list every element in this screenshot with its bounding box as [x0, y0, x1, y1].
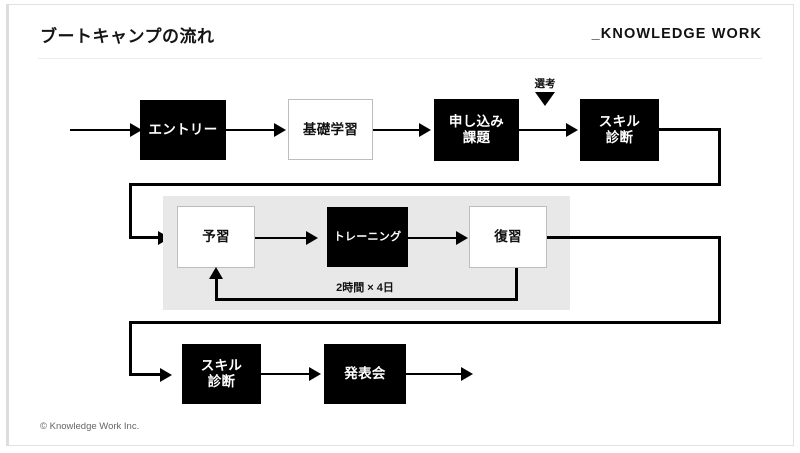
- edge-wrap2-left: [129, 321, 721, 324]
- node-preview[interactable]: 予習: [177, 206, 255, 268]
- edge-review-down: [718, 236, 721, 323]
- node-skill-check-2-label-line1: スキル: [200, 358, 243, 374]
- edge-skillcheck1-down: [718, 128, 721, 185]
- arrowhead-application-to-skillcheck1-icon: [566, 123, 578, 137]
- edge-wrap1-left: [129, 183, 721, 186]
- arrowhead-training-to-review-icon: [456, 231, 468, 245]
- edge-cycle-left: [215, 298, 518, 301]
- edge-entry-to-basics: [226, 129, 276, 131]
- edge-presentation-out: [406, 373, 463, 375]
- node-training[interactable]: トレーニング: [327, 207, 408, 267]
- node-skill-check-2[interactable]: スキル 診断: [182, 344, 261, 404]
- node-entry-label: エントリー: [148, 122, 218, 138]
- page-left-accent-bar: [6, 4, 9, 446]
- edge-label-screening: 選考: [534, 78, 556, 90]
- node-skill-check-1-label: スキル 診断: [599, 114, 640, 146]
- arrowhead-cycle-to-preview-icon: [209, 267, 223, 279]
- edge-label-cycle-duration: 2時間 × 4日: [336, 282, 394, 294]
- edge-basics-to-application: [373, 129, 421, 131]
- node-skill-check-2-label: スキル 診断: [201, 358, 242, 390]
- arrowhead-basics-to-application-icon: [419, 123, 431, 137]
- node-skill-check-1-label-line1: スキル: [598, 114, 641, 130]
- node-preview-label: 予習: [202, 229, 230, 245]
- node-skill-check-1[interactable]: スキル 診断: [580, 99, 659, 161]
- node-skill-check-1-label-line2: 診断: [605, 130, 634, 145]
- header-divider: [38, 58, 762, 59]
- arrowhead-wrap2-to-skillcheck2-icon: [160, 368, 172, 382]
- arrowhead-preview-to-training-icon: [306, 231, 318, 245]
- node-review[interactable]: 復習: [469, 206, 547, 268]
- arrowhead-start-to-entry-icon: [130, 123, 142, 137]
- edge-review-right: [547, 236, 721, 239]
- node-presentation-label: 発表会: [344, 366, 386, 382]
- edge-training-to-review: [408, 237, 458, 239]
- edge-wrap2-down: [129, 321, 132, 375]
- edge-wrap2-to-skillcheck2: [129, 373, 166, 376]
- edge-cycle-up: [215, 278, 218, 300]
- node-basics[interactable]: 基礎学習: [288, 99, 373, 160]
- edge-preview-to-training: [255, 237, 308, 239]
- node-training-label: トレーニング: [333, 230, 402, 243]
- node-presentation[interactable]: 発表会: [324, 344, 406, 404]
- page-title: ブートキャンプの流れ: [40, 27, 215, 46]
- footer-copyright: © Knowledge Work Inc.: [40, 421, 140, 432]
- edge-wrap1-to-preview: [129, 236, 164, 239]
- arrowhead-entry-to-basics-icon: [274, 123, 286, 137]
- edge-wrap1-down: [129, 183, 132, 238]
- edge-application-to-skillcheck1: [519, 129, 571, 131]
- edge-cycle-down: [515, 268, 518, 301]
- node-review-label: 復習: [494, 229, 522, 245]
- brand-logo: _KNOWLEDGE WORK: [591, 26, 762, 42]
- edge-skillcheck1-right: [659, 128, 721, 131]
- node-application-label-line2: 課題: [462, 130, 491, 145]
- node-basics-label: 基礎学習: [302, 121, 359, 137]
- edge-start-to-entry: [70, 129, 132, 131]
- node-entry[interactable]: エントリー: [140, 100, 226, 160]
- arrowhead-skillcheck2-to-presentation-icon: [309, 367, 321, 381]
- edge-skillcheck2-to-presentation: [261, 373, 311, 375]
- node-application-label-line1: 申し込み: [448, 114, 505, 130]
- node-application[interactable]: 申し込み 課題: [434, 99, 519, 161]
- node-application-label: 申し込み 課題: [449, 114, 504, 146]
- screening-down-triangle-icon: [535, 92, 555, 106]
- arrowhead-presentation-out-icon: [461, 367, 473, 381]
- node-skill-check-2-label-line2: 診断: [207, 374, 236, 389]
